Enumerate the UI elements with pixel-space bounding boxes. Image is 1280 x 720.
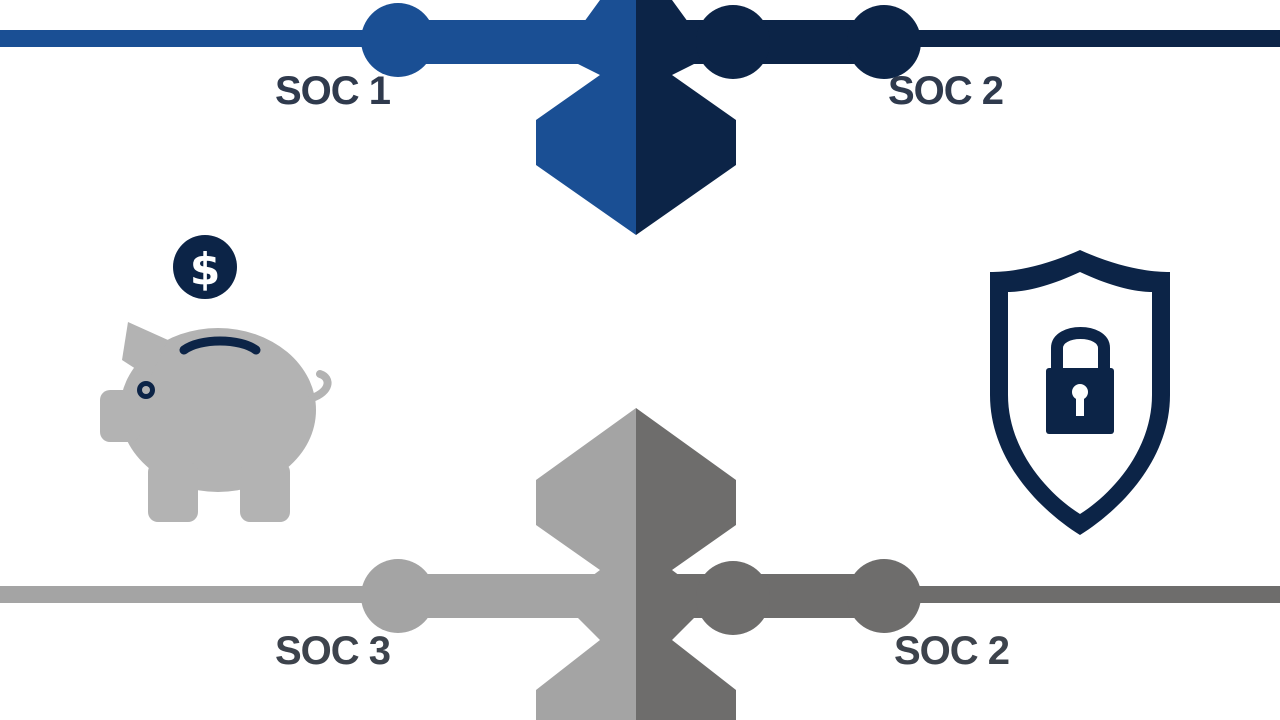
bottom-connector bbox=[0, 408, 1280, 720]
top-right-line bbox=[884, 30, 1280, 47]
dollar-symbol: $ bbox=[190, 244, 221, 295]
bottom-left-line bbox=[0, 586, 400, 603]
bottom-diamond-right bbox=[636, 408, 736, 720]
bottom-diamond-left bbox=[536, 408, 636, 720]
top-diamond-right bbox=[636, 0, 736, 235]
top-left-line bbox=[0, 30, 400, 47]
label-soc-3: SOC 3 bbox=[275, 629, 390, 673]
top-connector bbox=[0, 0, 1280, 235]
piggy-bank-icon bbox=[100, 322, 332, 522]
bottom-right-node-1 bbox=[696, 561, 770, 635]
label-soc-1: SOC 1 bbox=[275, 69, 391, 113]
bottom-left-bar bbox=[398, 574, 598, 618]
dollar-coin-icon: $ bbox=[173, 235, 237, 299]
shield-lock-icon bbox=[990, 250, 1170, 535]
top-diamond-left bbox=[536, 0, 636, 235]
label-soc-2-top: SOC 2 bbox=[888, 69, 1003, 113]
bottom-right-line bbox=[884, 586, 1280, 603]
top-right-node-1 bbox=[696, 5, 770, 79]
label-soc-2-bottom: SOC 2 bbox=[894, 629, 1009, 673]
